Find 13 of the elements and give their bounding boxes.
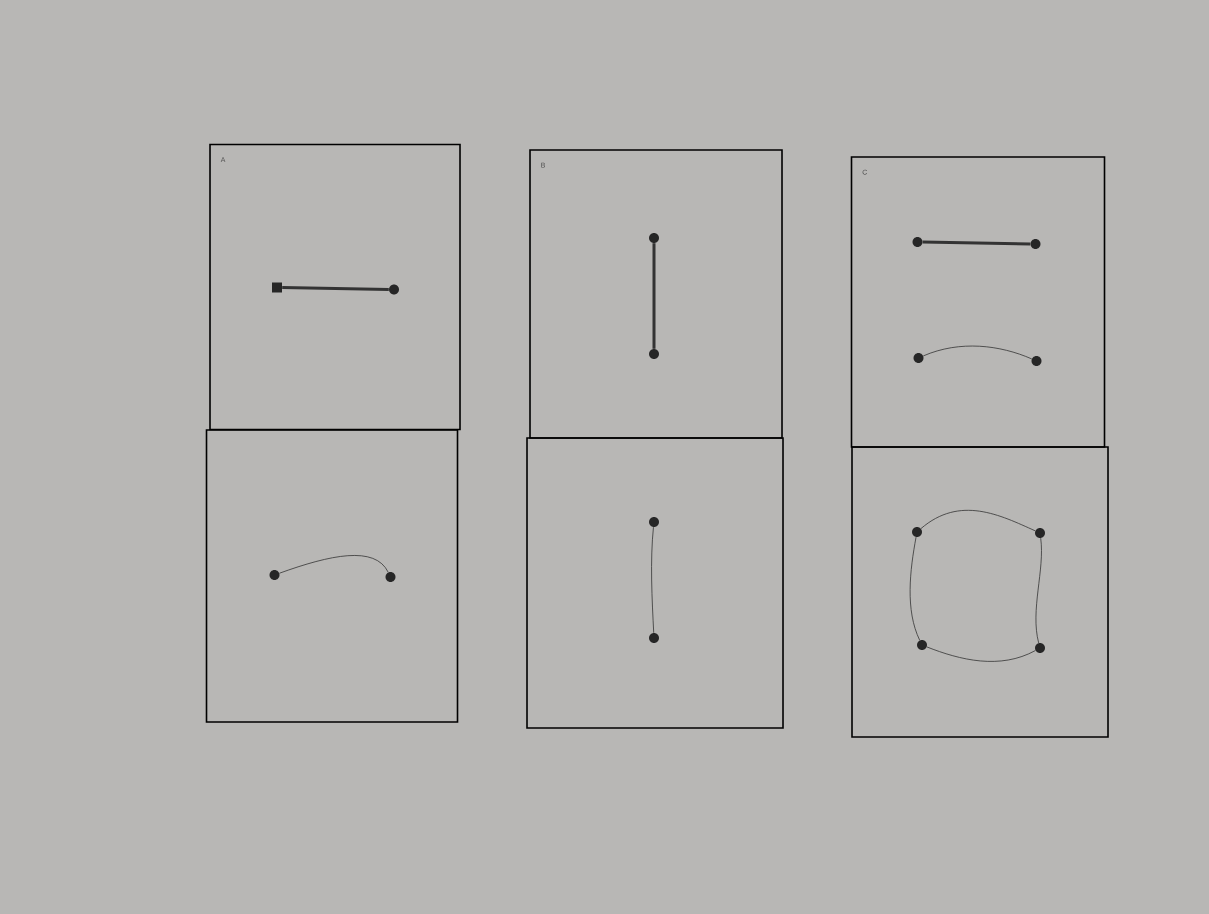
panel <box>205 429 459 723</box>
line <box>922 240 1031 246</box>
line <box>282 286 389 291</box>
line <box>651 526 655 634</box>
line <box>926 646 1036 662</box>
panel <box>851 446 1109 738</box>
line <box>920 509 1036 532</box>
panel <box>526 437 784 729</box>
line <box>909 536 921 641</box>
line <box>1035 537 1042 644</box>
line <box>279 555 389 574</box>
line <box>922 345 1033 360</box>
line <box>652 243 656 349</box>
